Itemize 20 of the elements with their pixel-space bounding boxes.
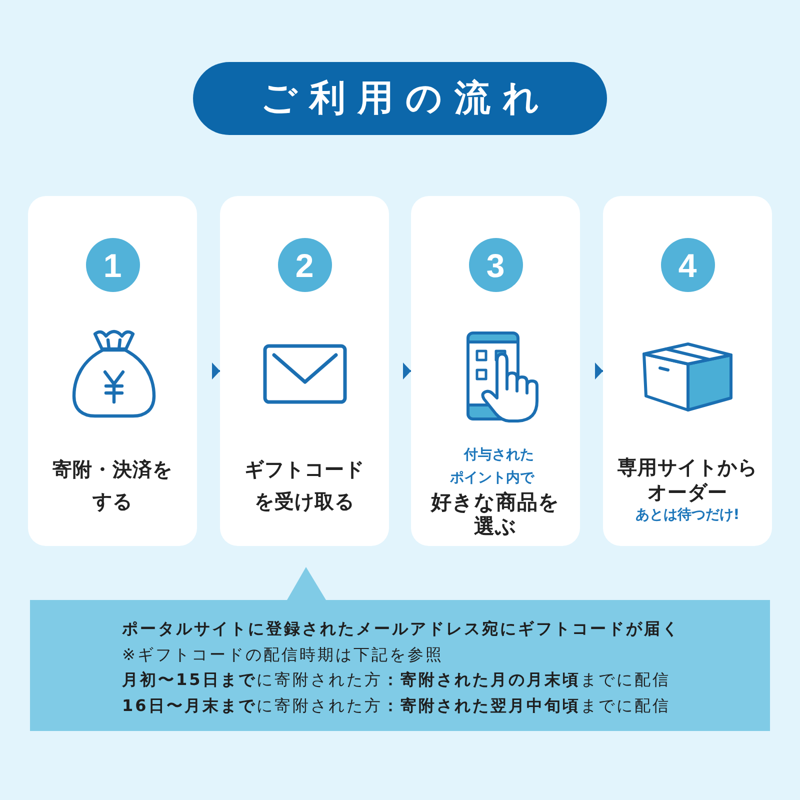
step-number: 3 — [468, 238, 522, 292]
callout-box — [30, 567, 770, 731]
step-label: 専用サイトからオーダー — [616, 454, 758, 504]
step-card — [28, 196, 197, 546]
step-note: 付与されたポイント内で — [449, 446, 536, 488]
step-number: 4 — [660, 238, 714, 292]
step-label: ギフトコードを受け取る — [243, 457, 366, 515]
step-card — [603, 196, 772, 546]
step-number: 1 — [86, 238, 140, 292]
notice-text: ※ギフトコードの配信時期は下記を参照 — [122, 644, 444, 666]
step-label: 好きな商品を選ぶ — [430, 490, 561, 538]
step-card — [411, 196, 580, 546]
step-label: 寄附・決済をする — [51, 457, 174, 515]
notice-text: ポータルサイトに登録されたメールアドレス宛にギフトコードが届く — [122, 618, 680, 640]
step-number: 2 — [278, 238, 332, 292]
notice-text: 16日〜月末までに寄附された方：寄附された翌月中旬頃までに配信 — [122, 694, 670, 716]
notice-text: 月初〜15日までに寄附された方：寄附された月の月末頃までに配信 — [122, 669, 670, 691]
title-banner: ご利用の流れ — [193, 62, 607, 135]
step-note: あとは待つだけ! — [635, 506, 740, 524]
step-card — [220, 196, 389, 546]
